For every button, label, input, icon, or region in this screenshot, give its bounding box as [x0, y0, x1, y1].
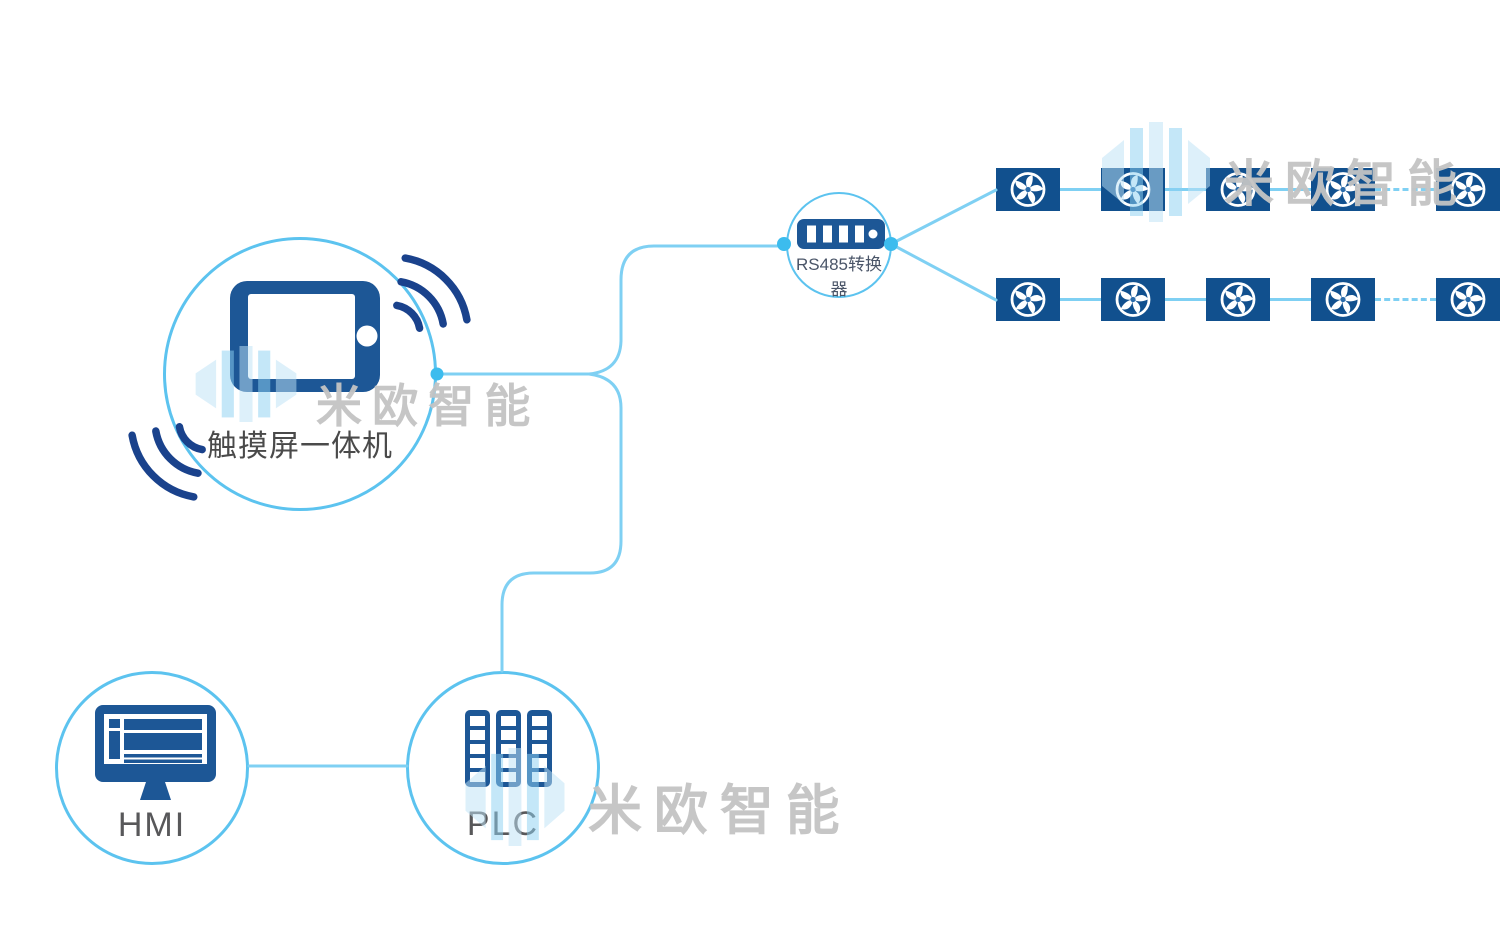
fan-unit	[1206, 168, 1270, 211]
fan-connector	[1375, 188, 1436, 191]
fan-connector	[1270, 298, 1311, 301]
fan-icon	[1436, 278, 1500, 321]
plc-node: PLC	[406, 671, 600, 865]
fan-unit	[1311, 168, 1375, 211]
fan-icon	[996, 278, 1060, 321]
fan-connector	[1270, 188, 1311, 191]
fan-unit	[996, 278, 1060, 321]
fan-connector	[1060, 298, 1101, 301]
rs485-label: RS485转换器	[796, 255, 882, 299]
fan-icon	[1206, 278, 1270, 321]
hmi-node: HMI	[55, 671, 249, 865]
fan-icon	[1101, 168, 1165, 211]
fan-row	[996, 168, 1500, 211]
fan-icon	[1311, 168, 1375, 211]
touchscreen-node: 触摸屏一体机	[163, 237, 437, 511]
fan-icon	[996, 168, 1060, 211]
touchscreen-label: 触摸屏一体机	[207, 430, 393, 463]
serial-converter-icon	[797, 219, 885, 249]
line-rs485-fanrow1	[889, 188, 998, 246]
rs485-node: RS485转换器	[786, 192, 892, 299]
fan-connector	[1375, 298, 1436, 301]
line-rs485-fanrow2	[889, 242, 998, 302]
line-junction-plc	[500, 372, 623, 673]
tablet-icon	[230, 281, 380, 392]
fan-connector	[1165, 298, 1206, 301]
fan-unit	[1101, 278, 1165, 321]
fan-icon	[1101, 278, 1165, 321]
fan-unit	[1206, 278, 1270, 321]
fan-icon	[1436, 168, 1500, 211]
hmi-label: HMI	[117, 806, 187, 844]
plc-label: PLC	[466, 805, 540, 843]
fan-unit	[1436, 278, 1500, 321]
fan-row	[996, 278, 1500, 321]
watermark-text: 米欧智能	[588, 781, 852, 841]
monitor-icon	[95, 705, 216, 800]
fan-icon	[1206, 168, 1270, 211]
fan-connector	[1060, 188, 1101, 191]
fan-icon	[1311, 278, 1375, 321]
fan-connector	[1165, 188, 1206, 191]
fan-unit	[1436, 168, 1500, 211]
line-junction-rs485	[587, 244, 786, 376]
fan-unit	[1311, 278, 1375, 321]
fan-unit	[1101, 168, 1165, 211]
fan-unit	[996, 168, 1060, 211]
